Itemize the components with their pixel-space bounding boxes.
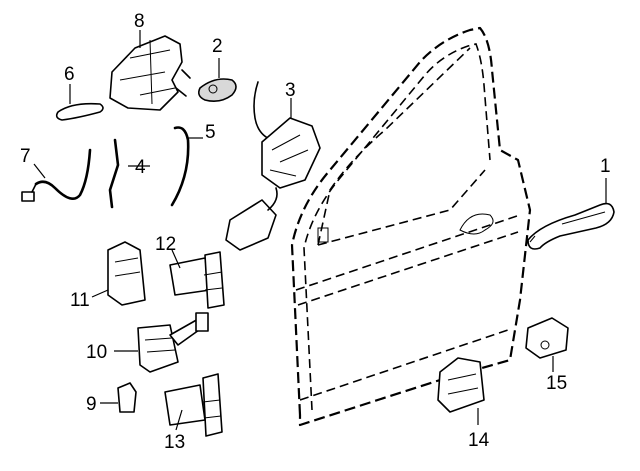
callout-8: 8 — [134, 11, 145, 32]
callout-7: 7 — [20, 146, 31, 167]
part-4-rod: 4 — [108, 138, 150, 209]
part-15-striker: 15 — [525, 317, 569, 394]
part-2-lock-cover: 2 — [198, 36, 237, 102]
part-3-lock-actuator: 3 — [225, 80, 321, 251]
part-8-latch: 8 — [109, 11, 191, 111]
part-13-lower-hinge: 13 — [164, 373, 223, 453]
part-1-outside-handle: 1 — [527, 156, 615, 250]
callout-15: 15 — [546, 373, 567, 394]
callout-2: 2 — [212, 36, 223, 57]
callout-3: 3 — [285, 80, 296, 101]
part-6-inside-handle: 6 — [55, 64, 104, 121]
part-11-cover: 11 — [70, 241, 146, 311]
callout-9: 9 — [86, 394, 97, 415]
part-5-cable: 5 — [170, 122, 216, 207]
callout-1: 1 — [600, 156, 611, 177]
callout-12: 12 — [155, 234, 176, 255]
callout-14: 14 — [468, 430, 490, 451]
callout-11: 11 — [70, 290, 90, 311]
door-outline — [290, 26, 532, 427]
part-9-clip: 9 — [86, 382, 137, 415]
part-7-harness: 7 — [20, 146, 92, 202]
callout-4: 4 — [135, 157, 146, 178]
callout-5: 5 — [205, 122, 216, 143]
part-14-pull-cup: 14 — [437, 357, 490, 451]
callout-6: 6 — [64, 64, 75, 85]
callout-13: 13 — [164, 432, 185, 453]
callout-10: 10 — [86, 342, 107, 363]
part-12-upper-hinge: 12 — [155, 234, 225, 309]
part-10-door-check: 10 — [86, 312, 209, 373]
